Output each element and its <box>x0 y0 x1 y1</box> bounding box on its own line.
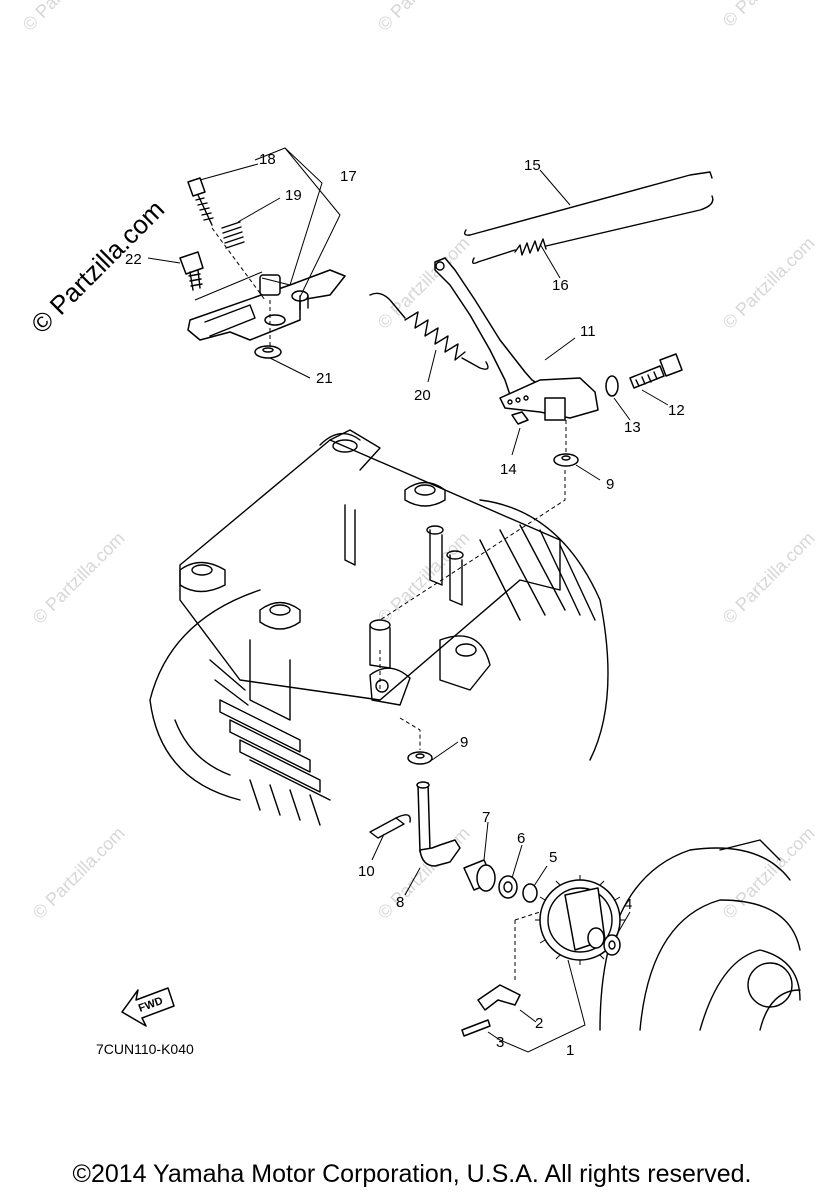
watermark-tile: © Partzilla.com <box>719 528 819 628</box>
callout-16: 16 <box>552 277 569 294</box>
callout-21: 21 <box>316 370 333 387</box>
watermark-tile: © Partzilla.com <box>719 823 819 923</box>
watermark-tile: © Partzilla.com <box>29 823 129 923</box>
fwd-arrow: FWD <box>121 987 175 1027</box>
watermark-tile: © Partzilla.com <box>29 528 129 628</box>
engine-housing <box>149 429 609 826</box>
callout-19: 19 <box>285 187 302 204</box>
callout-13: 13 <box>624 419 641 436</box>
callout-1: 1 <box>566 1042 574 1059</box>
callout-9-lower: 9 <box>460 734 468 751</box>
governor-lever <box>369 650 461 867</box>
callout-2: 2 <box>535 1015 543 1032</box>
callout-labels: 18 17 19 22 21 20 15 16 11 12 13 14 9 9 … <box>125 151 685 1059</box>
watermark-tile: © Partzilla.com <box>374 528 474 628</box>
watermark-tile: © Partzilla.com <box>719 0 819 31</box>
callout-6: 6 <box>517 830 525 847</box>
watermark-tile: © Partzilla.com <box>374 0 474 35</box>
callout-15: 15 <box>524 157 541 174</box>
callout-5: 5 <box>549 849 557 866</box>
callout-20: 20 <box>414 387 431 404</box>
callout-10: 10 <box>358 863 375 880</box>
crankcase <box>599 839 801 1031</box>
callout-12: 12 <box>668 402 685 419</box>
callout-7: 7 <box>482 809 490 826</box>
watermark-tile: © Partzilla.com <box>719 233 819 333</box>
lever-assembly <box>379 257 683 621</box>
callout-22: 22 <box>125 251 142 268</box>
diagram-code: 7CUN110-K040 <box>96 1041 194 1057</box>
watermark-tile: © Partzilla.com <box>19 0 119 35</box>
watermark-main: © Partzilla.com <box>25 194 170 339</box>
callout-18: 18 <box>259 151 276 168</box>
copyright-footer: ©2014 Yamaha Motor Corporation, U.S.A. A… <box>72 1160 752 1188</box>
springs-and-rods <box>369 171 714 370</box>
callout-9-upper: 9 <box>606 476 614 493</box>
control-bracket-assembly <box>179 177 346 359</box>
callout-14: 14 <box>500 461 517 478</box>
callout-11: 11 <box>580 323 596 340</box>
callout-17: 17 <box>340 168 357 185</box>
leader-lines <box>147 147 669 1053</box>
governor-assembly <box>461 859 625 1037</box>
callout-8: 8 <box>396 894 404 911</box>
callout-3: 3 <box>496 1034 504 1051</box>
callout-4: 4 <box>624 896 632 913</box>
